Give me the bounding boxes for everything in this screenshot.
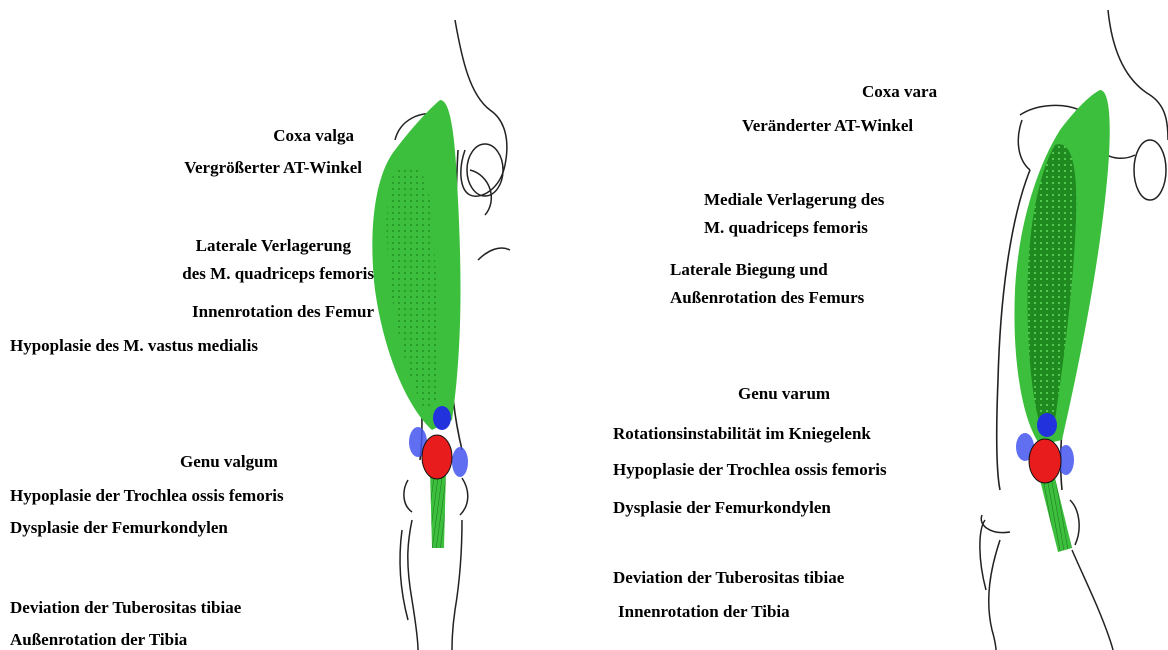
left-label-lateral-2: des M. quadriceps femoris: [60, 264, 374, 284]
left-label-aussenrot-tibia: Außenrotation der Tibia: [10, 630, 187, 650]
right-label-dysplasie: Dysplasie der Femurkondylen: [613, 498, 831, 518]
left-label-at-winkel: Vergrößerter AT-Winkel: [100, 158, 362, 178]
right-label-genu: Genu varum: [738, 384, 830, 404]
right-label-hypoplasie-trochlea: Hypoplasie der Trochlea ossis femoris: [613, 460, 887, 480]
left-label-deviation: Deviation der Tuberositas tibiae: [10, 598, 241, 618]
right-label-lateral-biegung-1: Laterale Biegung und: [670, 260, 828, 280]
right-patellar-tendon: [1040, 478, 1072, 552]
left-label-hypoplasie-trochlea: Hypoplasie der Trochlea ossis femoris: [10, 486, 284, 506]
right-label-deviation: Deviation der Tuberositas tibiae: [613, 568, 844, 588]
right-patella: [1029, 439, 1061, 483]
right-label-lateral-biegung-2: Außenrotation des Femurs: [670, 288, 864, 308]
right-label-medial-2: M. quadriceps femoris: [704, 218, 868, 238]
right-label-rotation: Rotationsinstabilität im Kniegelenk: [613, 424, 871, 444]
right-label-coxa: Coxa vara: [862, 82, 937, 102]
right-label-innenrot-tibia: Innenrotation der Tibia: [618, 602, 790, 622]
left-patellar-tendon: [430, 470, 446, 548]
right-label-medial-1: Mediale Verlagerung des: [704, 190, 884, 210]
left-patella: [422, 435, 452, 479]
left-label-coxa: Coxa valga: [180, 126, 354, 146]
left-label-innenrot-femur: Innenrotation des Femur: [60, 302, 374, 322]
right-tibia: [980, 500, 1113, 650]
right-leg-illustration: [970, 0, 1168, 650]
right-label-at-winkel: Veränderter AT-Winkel: [742, 116, 913, 136]
left-label-hypoplasie-vastus: Hypoplasie des M. vastus medialis: [10, 336, 258, 356]
left-label-genu: Genu valgum: [180, 452, 278, 472]
left-condyle-blue-top: [433, 406, 451, 430]
left-leg-illustration: [340, 0, 520, 650]
right-condyle-blue-top: [1037, 413, 1057, 437]
left-condyle-blue-right: [452, 447, 468, 477]
left-label-dysplasie: Dysplasie der Femurkondylen: [10, 518, 228, 538]
left-label-lateral-1: Laterale Verlagerung: [100, 236, 351, 256]
